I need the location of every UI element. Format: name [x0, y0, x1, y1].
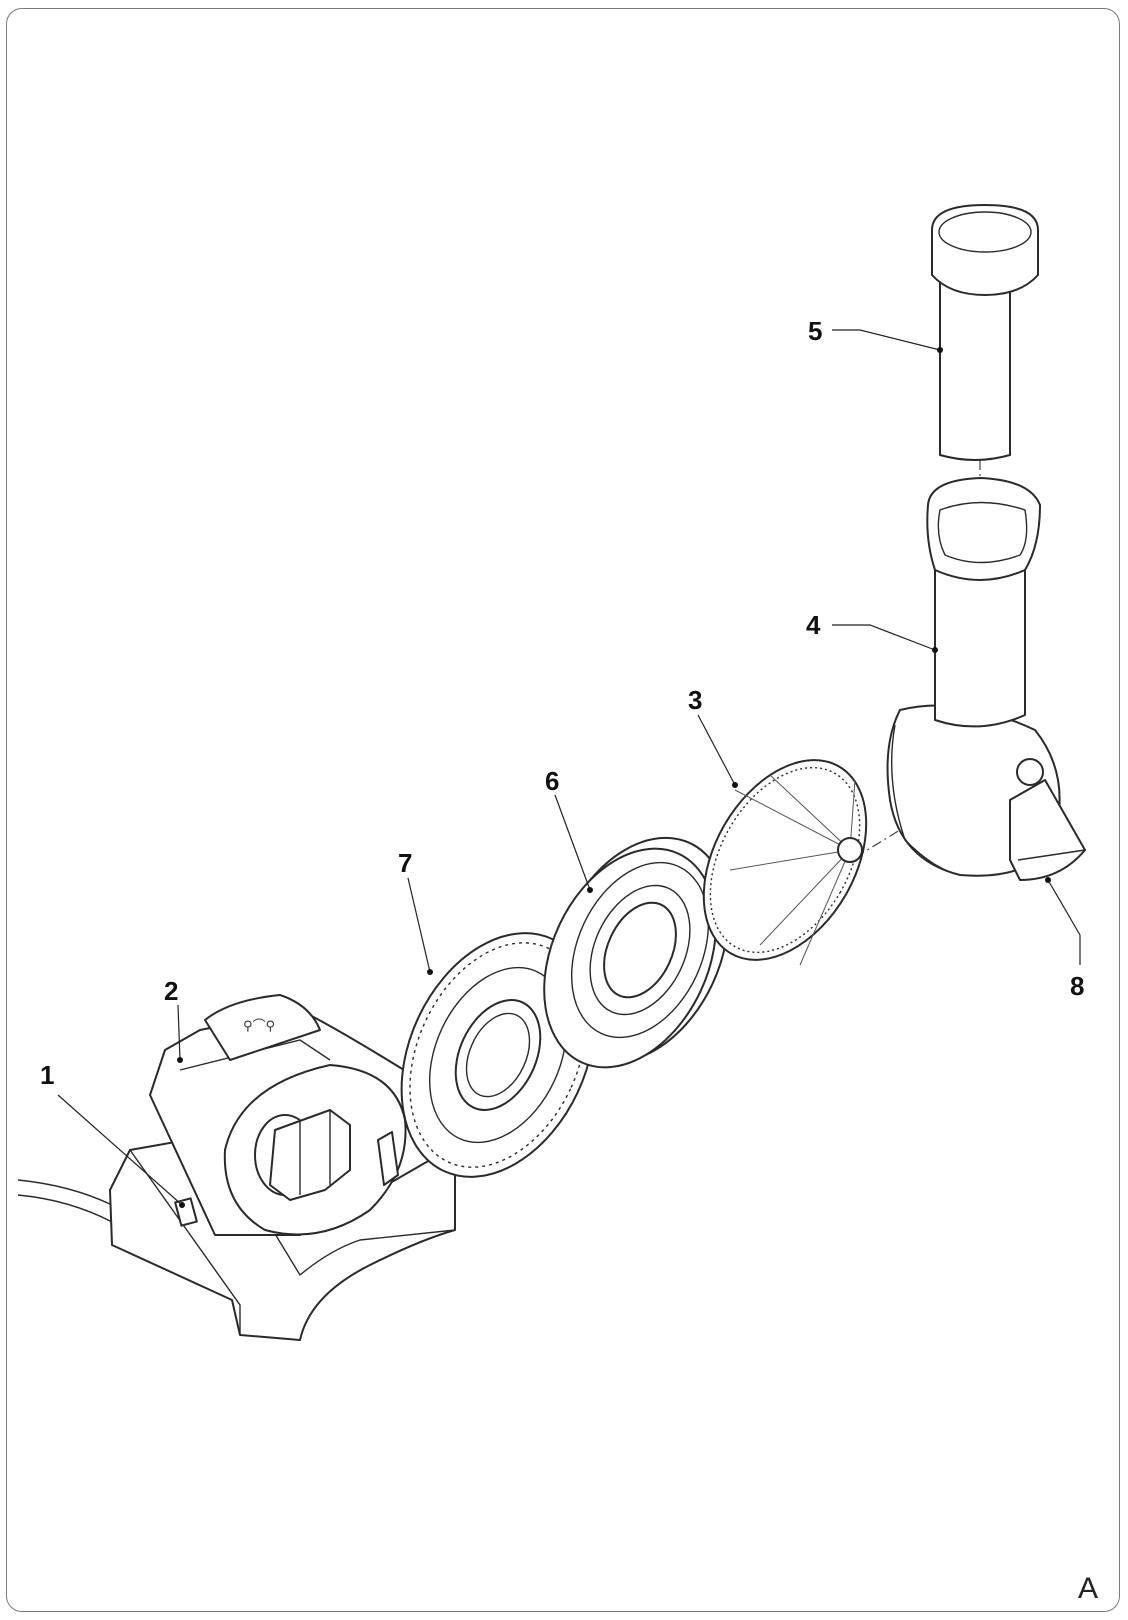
cutting-cone — [702, 759, 868, 966]
callout-8: 8 — [1045, 877, 1084, 1001]
power-cord — [17, 1179, 113, 1223]
svg-text:2: 2 — [164, 976, 178, 1006]
pusher — [931, 204, 1039, 461]
callout-6: 6 — [545, 766, 593, 893]
svg-text:6: 6 — [545, 766, 559, 796]
svg-text:1: 1 — [40, 1060, 54, 1090]
callout-7: 7 — [398, 848, 433, 975]
cone-ring — [543, 836, 729, 1069]
callout-4: 4 — [806, 610, 938, 653]
svg-text:3: 3 — [688, 685, 702, 715]
callout-3: 3 — [688, 685, 738, 788]
svg-text:5: 5 — [808, 316, 822, 346]
svg-text:⚲⌒⚲: ⚲⌒⚲ — [243, 1019, 275, 1034]
svg-text:7: 7 — [398, 848, 412, 878]
pusher-body — [939, 279, 1011, 461]
figure-letter: A — [1078, 1572, 1098, 1605]
feed-tube — [934, 559, 1026, 728]
housing-button — [1016, 758, 1044, 786]
motor-base: ⚲⌒⚲ — [17, 994, 456, 1341]
callout-2: 2 — [164, 976, 183, 1063]
drive-shaft — [254, 1109, 351, 1201]
svg-text:8: 8 — [1070, 971, 1084, 1001]
pusher-cap — [931, 204, 1039, 296]
callout-5: 5 — [808, 316, 943, 353]
svg-text:4: 4 — [806, 610, 821, 640]
outlet-spout — [1009, 779, 1086, 881]
chute-housing — [886, 477, 1086, 881]
lock-clip — [377, 1131, 399, 1186]
control-knob — [204, 994, 321, 1061]
feed-tube-mouth — [926, 477, 1041, 581]
callout-1: 1 — [40, 1060, 185, 1208]
